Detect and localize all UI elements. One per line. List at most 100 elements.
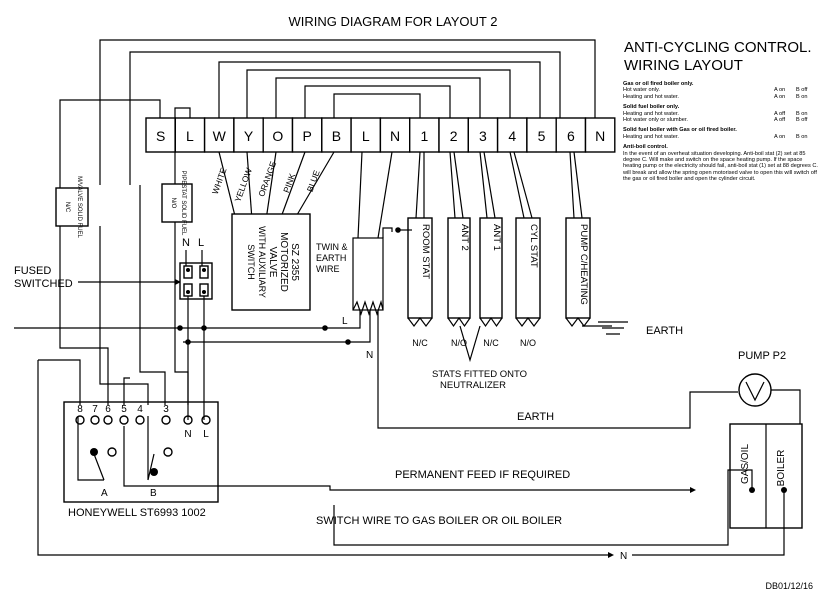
- pipestat-solid-fuel: N/O PIPESTAT SOLID FUEL: [161, 171, 193, 236]
- terminal-label: P: [302, 128, 311, 144]
- terminal-label: L: [186, 128, 194, 144]
- notes-cell: Heating and hot water.: [623, 133, 679, 140]
- notes-cell: A on: [774, 133, 786, 140]
- honeywell-terminal: [90, 415, 100, 425]
- stat-box: [407, 217, 433, 319]
- switch-b-label: B: [150, 488, 157, 499]
- honeywell-terminal: [119, 415, 129, 425]
- terminal-cell: [526, 117, 557, 153]
- honeywell-label: HONEYWELL ST6993 1002: [68, 507, 206, 519]
- terminal-cell: [321, 117, 352, 153]
- switch-wire-label: SWITCH WIRE TO GAS BOILER OR OIL BOILER: [316, 515, 562, 527]
- permanent-feed-label: PERMANENT FEED IF REQUIRED: [395, 469, 570, 481]
- terminal-label: B: [332, 128, 341, 144]
- boiler-right-label: BOILER: [776, 450, 787, 487]
- terminal-cell: [350, 117, 382, 153]
- terminal-cell: [584, 117, 616, 153]
- stat-label: ROOM STAT: [420, 224, 431, 279]
- stat-contact: N/C: [412, 338, 428, 348]
- wire-color-label: PINK: [281, 172, 297, 194]
- stat-box: [515, 217, 541, 319]
- earth-wire-label: EARTH: [517, 411, 554, 423]
- fused-n: N: [182, 237, 190, 249]
- terminal-label: 4: [508, 128, 516, 144]
- pipestat-label: PIPESTAT SOLID FUEL: [180, 171, 186, 236]
- terminal-cell: [496, 117, 528, 153]
- twin-line1: TWIN &: [316, 242, 348, 252]
- notes-cell: A off: [774, 117, 786, 124]
- notes-heading: Gas or oil fired boiler only.: [623, 81, 694, 87]
- earth-label: EARTH: [646, 325, 683, 337]
- stat-box: [565, 217, 591, 319]
- boiler-left-label: GAS/OIL: [740, 444, 751, 484]
- notes-cell: Heating and hot water.: [623, 110, 679, 117]
- terminal-cell: [438, 117, 469, 153]
- fused-switch: FUSED SWITCHED N L: [14, 237, 213, 342]
- honeywell-terminal-label: L: [203, 429, 209, 440]
- neutral-return-label: N: [620, 551, 627, 562]
- terminal-cell: [409, 117, 440, 153]
- stat-label: ANT 1: [491, 224, 502, 251]
- anti-cycling-subtitle: WIRING LAYOUT: [624, 57, 743, 74]
- top-bus-wires: [59, 39, 596, 190]
- stats-note-2: NEUTRALIZER: [440, 380, 506, 391]
- valve-line2: MOTORIZED: [278, 232, 289, 292]
- terminal-label: O: [272, 128, 283, 144]
- earth-symbol: EARTH: [582, 321, 683, 337]
- honeywell-terminal-label: 7: [92, 404, 98, 415]
- notes-cell: A on: [774, 93, 786, 100]
- mvalve-contact: N/C: [64, 202, 70, 213]
- valve-line4: WITH AUXILIARY: [257, 226, 267, 298]
- terminal-label: W: [213, 128, 227, 144]
- fused-label-2: SWITCHED: [14, 278, 73, 290]
- notes-heading: Solid fuel boiler only.: [623, 104, 680, 111]
- terminal-cell: [555, 117, 587, 153]
- honeywell-terminal-label: 8: [77, 404, 83, 415]
- diagram-title: WIRING DIAGRAM FOR LAYOUT 2: [289, 14, 498, 29]
- notes-cell: B on: [796, 110, 808, 117]
- wire-color-label: BLUE: [305, 169, 322, 194]
- terminal-cell: [291, 117, 323, 153]
- twin-n: N: [366, 350, 373, 361]
- twin-l: L: [342, 316, 348, 327]
- notes-cell: B on: [796, 93, 808, 100]
- mvalve-label: M/VALVE SOLID FUEL: [76, 176, 82, 238]
- notes-cell: Hot water only.: [623, 87, 660, 94]
- honeywell-terminal: [75, 415, 85, 425]
- valve-line1: SZ 2355: [289, 243, 300, 281]
- twin-line3: WIRE: [316, 264, 340, 274]
- honeywell-terminal: [135, 415, 145, 425]
- boiler: GAS/OIL BOILER: [333, 423, 803, 556]
- terminal-cell: [203, 117, 235, 153]
- notes-heading: Solid fuel boiler with Gas or oil fired …: [623, 127, 737, 134]
- pipestat-contact: N/O: [170, 198, 176, 209]
- terminal-label: S: [156, 128, 165, 144]
- terminal-label: 3: [479, 128, 487, 144]
- terminal-label: 5: [538, 128, 546, 144]
- stat-contact: N/C: [483, 338, 499, 348]
- honeywell-terminal-label: 3: [163, 404, 169, 415]
- stats-note-1: STATS FITTED ONTO: [432, 369, 527, 380]
- terminal-cell: [379, 117, 411, 153]
- anti-cycling-notes: Gas or oil fired boiler only.Hot water o…: [623, 77, 818, 183]
- stat-contact: N/O: [520, 338, 536, 348]
- terminal-label: L: [362, 128, 370, 144]
- valve-line3: VALVE: [267, 247, 278, 278]
- twin-earth-wire: TWIN & EARTH WIRE L N: [14, 151, 738, 429]
- stat-label: PUMP C/HEATING: [578, 224, 589, 305]
- switch-a-label: A: [101, 488, 108, 499]
- valve-wires: [218, 151, 335, 221]
- terminal-label: 6: [567, 128, 575, 144]
- stat-label: CYL STAT: [528, 224, 539, 268]
- terminal-label: 2: [450, 128, 458, 144]
- notes-cell: B on: [796, 133, 808, 140]
- terminal-cell: [233, 117, 264, 153]
- honeywell-terminal: [161, 415, 171, 425]
- notes-row: Heating and hot water. A on B on: [623, 134, 818, 140]
- terminal-cell: [467, 117, 499, 153]
- notes-cell: A on: [774, 87, 786, 94]
